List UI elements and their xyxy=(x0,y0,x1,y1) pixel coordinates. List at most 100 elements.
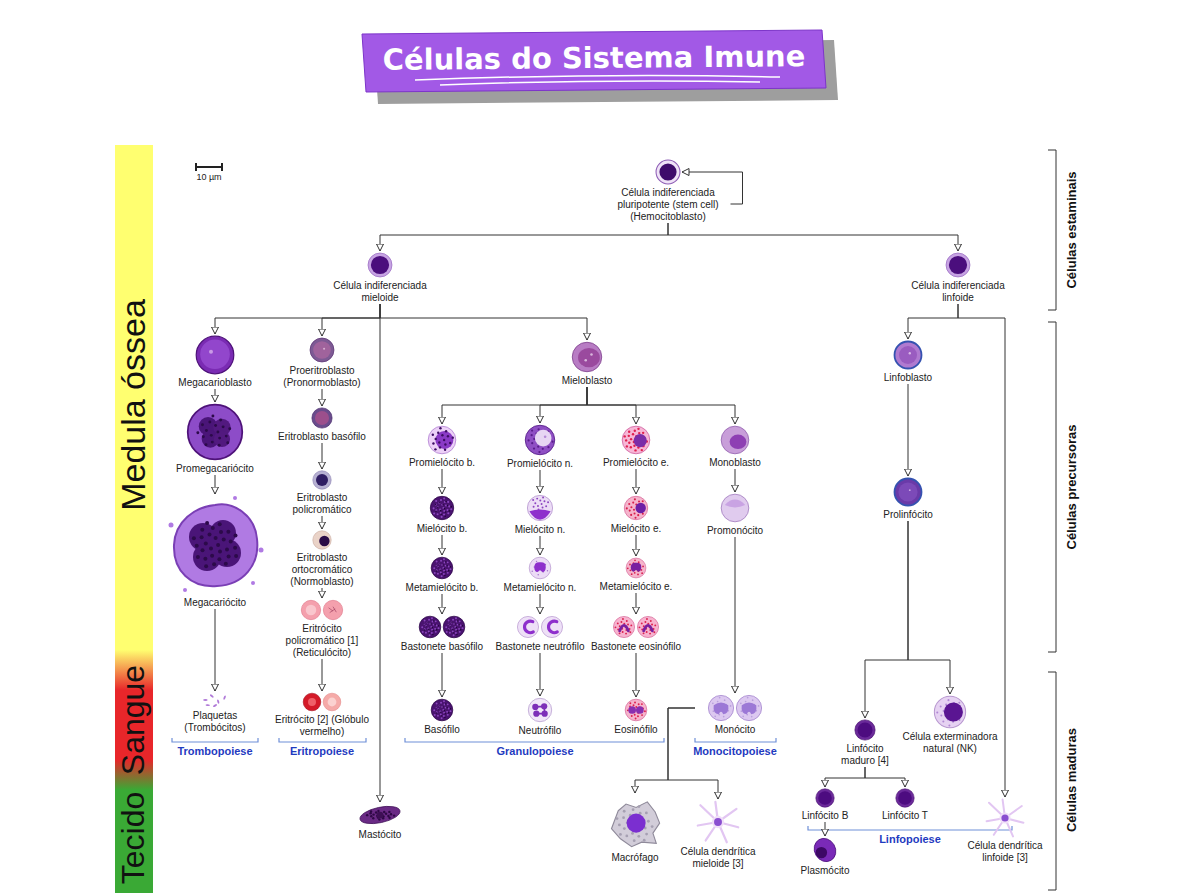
cell-label: Promielócito b. xyxy=(396,457,488,469)
cell-node: Neutrófilo xyxy=(494,697,586,737)
connector xyxy=(636,535,637,556)
cell-drawing xyxy=(186,403,244,461)
connector xyxy=(322,389,323,406)
cell-drawing xyxy=(300,599,344,621)
cell-node: Plasmócito xyxy=(785,837,865,877)
cell-node: Eritroblasto basófilo xyxy=(277,407,367,443)
cell-node: Macrófago xyxy=(595,794,675,864)
cell-drawing xyxy=(571,341,603,373)
cell-node: Promegacariócito xyxy=(165,403,265,475)
connector xyxy=(825,767,865,787)
cell-label: Eritrócito policromático [1] (Reticulóci… xyxy=(275,623,370,659)
cell-label: Megacariócito xyxy=(160,597,270,609)
cell-label: Célula dendrítica mieloide [3] xyxy=(668,846,768,870)
cell-label: Bastonete basófilo xyxy=(396,641,488,653)
cell-label: Mielócito n. xyxy=(494,524,586,536)
cell-drawing xyxy=(312,470,332,490)
connector xyxy=(540,594,541,614)
cell-node: Linfócito T xyxy=(870,788,940,822)
banner-underline xyxy=(415,76,780,85)
connector xyxy=(215,389,216,402)
cell-node: Célula indiferenciada pluripotente (stem… xyxy=(606,159,731,223)
cell-drawing xyxy=(625,557,647,579)
connector xyxy=(540,653,541,696)
connector xyxy=(587,387,735,424)
cell-label: Linfoblasto xyxy=(868,372,948,384)
cell-label: Mielócito b. xyxy=(396,523,488,535)
cell-label: Proeritroblasto (Pronormoblasto) xyxy=(275,365,370,389)
cell-drawing xyxy=(427,425,457,455)
connector xyxy=(865,521,908,718)
cell-node: Eritrócito [2] (Glóbulo vermelho) xyxy=(275,692,370,738)
scale-bar xyxy=(196,163,222,171)
cell-node: Linfócito maduro [4] xyxy=(830,719,900,767)
cell-label: Mieloblasto xyxy=(542,375,632,387)
cell-node: Mieloblasto xyxy=(542,341,632,387)
cell-label: Célula dendrítica linfoide [3] xyxy=(955,840,1055,864)
cell-drawing xyxy=(527,697,553,723)
diagram-title: Células do Sistema Imune xyxy=(362,38,826,78)
cell-drawing xyxy=(720,425,750,455)
cell-label: Célula exterminadora natural (NK) xyxy=(902,731,998,755)
lineage-brackets xyxy=(172,738,1012,830)
cell-drawing xyxy=(429,495,455,521)
cell-label: Monócito xyxy=(695,724,775,736)
cell-drawing xyxy=(367,252,393,278)
connector xyxy=(825,822,826,836)
lineage-label: Linfopoiese xyxy=(879,833,941,846)
cell-node: Proeritroblasto (Pronormoblasto) xyxy=(275,337,370,389)
cell-node: Megacariócito xyxy=(160,495,270,609)
connector xyxy=(442,535,443,555)
title-banner xyxy=(362,30,826,92)
cell-label: Plaquetas (Trombócitos) xyxy=(165,710,265,734)
cell-label: Metamielócito e. xyxy=(590,581,682,593)
cell-label: Metamielócito n. xyxy=(494,582,586,594)
cell-label: Célula indiferenciada mieloide xyxy=(323,280,438,304)
cell-drawing xyxy=(707,694,763,722)
connector xyxy=(380,304,587,340)
connector xyxy=(322,516,323,529)
cell-label: Eritroblasto ortocromático (Normoblasto) xyxy=(275,552,370,588)
connector xyxy=(908,384,909,476)
cell-drawing xyxy=(945,252,971,278)
connector xyxy=(958,304,1005,797)
connector xyxy=(215,475,216,494)
connector xyxy=(322,443,323,469)
lineage-label: Granulopoiese xyxy=(496,745,573,758)
cell-label: Mielócito e. xyxy=(590,523,682,535)
cell-label: Linfócito B xyxy=(790,810,860,822)
cell-label: Bastonete eosinófilo xyxy=(590,641,682,653)
cell-node: Célula exterminadora natural (NK) xyxy=(902,695,998,755)
region-label: Tecido xyxy=(114,792,152,885)
cell-drawing xyxy=(430,698,454,722)
cell-drawing xyxy=(418,615,466,639)
connector xyxy=(636,593,637,614)
region-label: Sangue xyxy=(114,665,152,775)
cell-drawing xyxy=(607,794,663,850)
cell-label: Eritrócito [2] (Glóbulo vermelho) xyxy=(275,714,370,738)
cell-drawing xyxy=(612,615,660,639)
lineage-label: 10 µm xyxy=(196,172,221,183)
cell-drawing xyxy=(199,692,231,708)
connector xyxy=(215,609,216,691)
cell-drawing xyxy=(311,407,333,429)
connector xyxy=(442,469,443,494)
connector xyxy=(540,536,541,555)
cell-drawing xyxy=(815,788,835,808)
cell-label: Linfócito maduro [4] xyxy=(830,743,900,767)
cell-label: Metamielócito b. xyxy=(396,582,488,594)
cell-node: Bastonete neutrófilo xyxy=(494,615,586,653)
connector xyxy=(322,588,323,598)
connector xyxy=(322,659,323,691)
cell-label: Eritroblasto basófilo xyxy=(277,431,367,443)
cell-node: Eosinófilo xyxy=(590,698,682,736)
cell-drawing xyxy=(195,335,235,375)
cell-node: Eritroblasto policromático xyxy=(275,470,370,516)
cell-drawing xyxy=(893,340,923,370)
cell-node: Mielócito n. xyxy=(494,494,586,536)
cell-drawing xyxy=(302,692,342,712)
connector xyxy=(442,594,443,614)
cell-drawing xyxy=(165,495,265,595)
cell-label: Prolinfócito xyxy=(868,509,948,521)
